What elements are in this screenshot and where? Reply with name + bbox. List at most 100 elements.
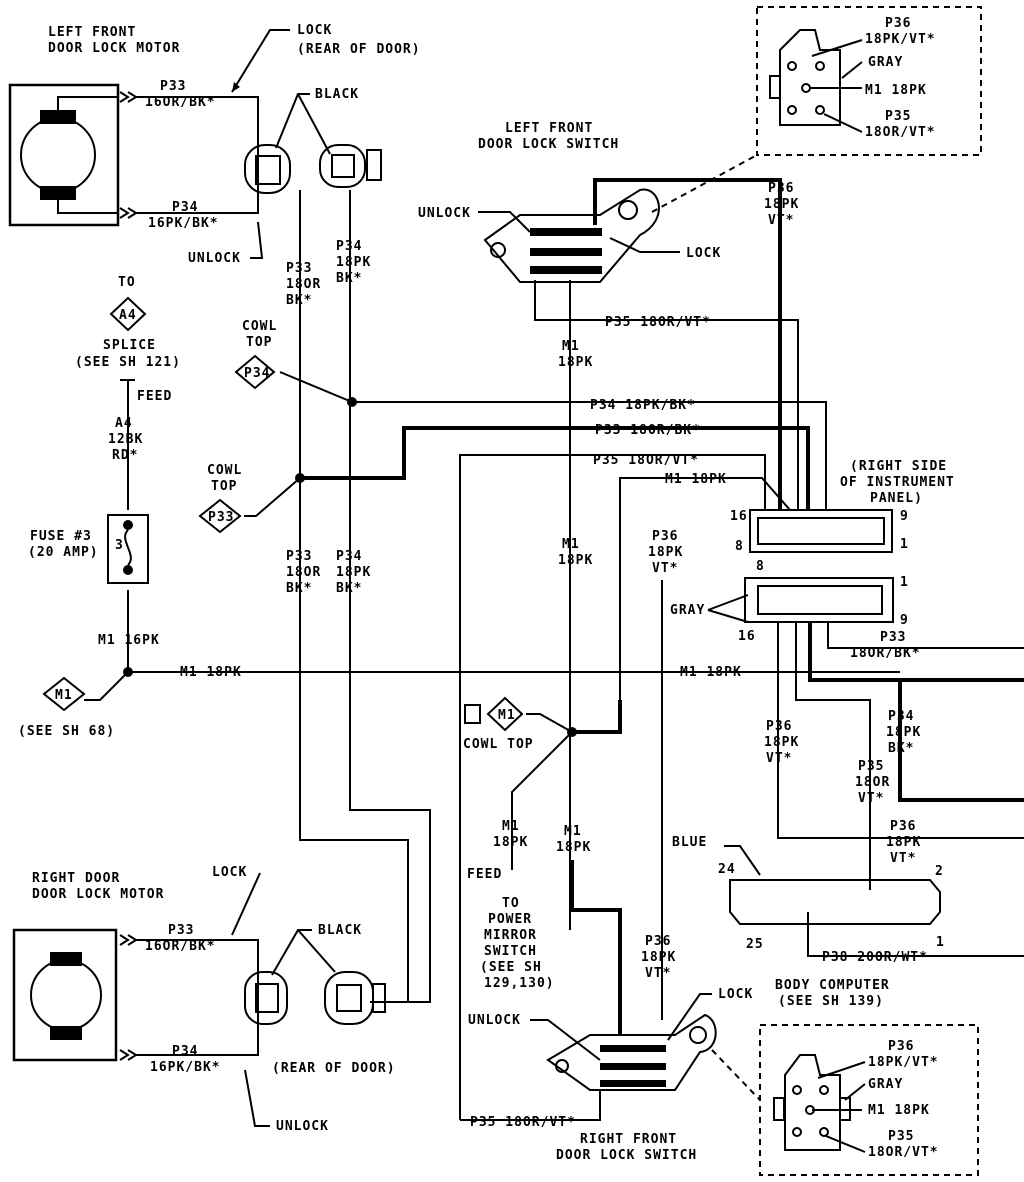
in2-gray: GRAY bbox=[868, 1077, 903, 1092]
p36-mid-1: P36 bbox=[652, 529, 678, 544]
p34-tag: P34 bbox=[244, 366, 270, 381]
inset-p36-wire: 18PK/VT* bbox=[865, 32, 936, 47]
bus-p33: P33 18OR/BK* bbox=[595, 423, 701, 438]
p36-v1: P36 bbox=[768, 181, 794, 196]
bus-p34: P34 18PK/BK* bbox=[590, 398, 696, 413]
rd-lock: LOCK bbox=[212, 865, 247, 880]
p33-right: P33 bbox=[880, 630, 906, 645]
in2-p35-w: 18OR/VT* bbox=[868, 1145, 939, 1160]
p36-lower-1: P36 bbox=[645, 934, 671, 949]
in2-m1: M1 18PK bbox=[868, 1103, 930, 1118]
rd-black: BLACK bbox=[318, 923, 362, 938]
inset-p35-wire: 18OR/VT* bbox=[865, 125, 936, 140]
ip-connector-lower bbox=[744, 577, 894, 623]
p36-v3: VT* bbox=[768, 213, 794, 228]
p34-right-3: BK* bbox=[888, 741, 914, 756]
m1-main: M1 18PK bbox=[180, 665, 242, 680]
rsip-2: OF INSTRUMENT bbox=[840, 475, 955, 490]
p36-mid-2: 18PK bbox=[648, 545, 683, 560]
p33-lower-b: 18OR bbox=[286, 565, 321, 580]
lf-connector-2 bbox=[319, 144, 382, 188]
pin1: 1 bbox=[900, 537, 909, 552]
p33-tag: P33 bbox=[208, 510, 234, 525]
inset-connector-bottom bbox=[773, 1054, 851, 1151]
see-sh-68: (SEE SH 68) bbox=[18, 724, 115, 739]
v-p33-a: P33 bbox=[286, 261, 312, 276]
rd-p34-w: 16PK/BK* bbox=[150, 1060, 221, 1075]
cowl-top-1: COWL bbox=[242, 319, 277, 334]
p33-right-w: 18OR/BK* bbox=[850, 646, 921, 661]
rf-lock: LOCK bbox=[718, 987, 753, 1002]
cowl-top-3: COWL bbox=[207, 463, 242, 478]
rd-unlock: UNLOCK bbox=[276, 1119, 329, 1134]
see-sh-121: (SEE SH 121) bbox=[75, 355, 181, 370]
a4-tag: A4 bbox=[119, 308, 137, 323]
a4-b: A4 bbox=[115, 416, 133, 431]
p36-r-2: 18PK bbox=[764, 735, 799, 750]
m1-low-1: M1 bbox=[564, 824, 582, 839]
p36-v2: 18PK bbox=[764, 197, 799, 212]
inset-gray: GRAY bbox=[868, 55, 903, 70]
lf-motor-title-2: DOOR LOCK MOTOR bbox=[48, 41, 180, 56]
p36-bc-1: P36 bbox=[890, 819, 916, 834]
p34-lower-b: 18PK bbox=[336, 565, 371, 580]
rd-motor-1: RIGHT DOOR bbox=[32, 871, 120, 886]
cowl-top-4: TOP bbox=[211, 479, 237, 494]
p34-lower-a: P34 bbox=[336, 549, 362, 564]
body-computer-connector bbox=[729, 879, 941, 925]
lf-lock-label: LOCK bbox=[297, 23, 332, 38]
sw-lock: LOCK bbox=[686, 246, 721, 261]
in2-p35: P35 bbox=[888, 1129, 914, 1144]
fuse3: FUSE #3 bbox=[30, 529, 92, 544]
m1-feed-1: M1 bbox=[502, 819, 520, 834]
lf-p33-label: P33 bbox=[160, 79, 186, 94]
pin1b: 1 bbox=[900, 575, 909, 590]
p35-h: P35 18OR/VT* bbox=[605, 315, 711, 330]
rsip-3: PANEL) bbox=[870, 491, 923, 506]
mirror: MIRROR bbox=[484, 928, 537, 943]
p36-bc-3: VT* bbox=[890, 851, 916, 866]
body-comp-1: BODY COMPUTER bbox=[775, 978, 890, 993]
p34-right-2: 18PK bbox=[886, 725, 921, 740]
lf-black-label: BLACK bbox=[315, 87, 359, 102]
rd-connector-1 bbox=[244, 971, 288, 1025]
left-front-door-lock-motor bbox=[8, 83, 120, 227]
lf-unlock-label: UNLOCK bbox=[188, 251, 241, 266]
p35-r-3: VT* bbox=[858, 791, 884, 806]
pin16b: 16 bbox=[738, 629, 756, 644]
rd-p33-w: 16OR/BK* bbox=[145, 939, 216, 954]
ip-connector-upper bbox=[749, 509, 893, 553]
pin8b: 8 bbox=[756, 559, 765, 574]
lf-switch-title-1: LEFT FRONT bbox=[505, 121, 593, 136]
sw-unlock: UNLOCK bbox=[418, 206, 471, 221]
m1-cowl: M1 bbox=[498, 708, 516, 723]
inset-m1: M1 18PK bbox=[865, 83, 927, 98]
pin8: 8 bbox=[735, 539, 744, 554]
v-p34-a: P34 bbox=[336, 239, 362, 254]
lf-door-lock-switch bbox=[483, 188, 660, 283]
lf-p33-wire: 16OR/BK* bbox=[145, 95, 216, 110]
p36-lower-3: VT* bbox=[645, 966, 671, 981]
p36-mid-3: VT* bbox=[652, 561, 678, 576]
bus-m1: M1 18PK bbox=[665, 472, 727, 487]
p38: P38 20OR/WT* bbox=[822, 950, 928, 965]
lf-p34-label: P34 bbox=[172, 200, 198, 215]
lf-p34-wire: 16PK/BK* bbox=[148, 216, 219, 231]
rsip-1: (RIGHT SIDE bbox=[850, 459, 947, 474]
v-p34-c: BK* bbox=[336, 271, 362, 286]
rd-p34: P34 bbox=[172, 1044, 198, 1059]
rf-door-lock-switch bbox=[546, 1013, 717, 1091]
m1-16pk: M1 16PK bbox=[98, 633, 160, 648]
rd-p33: P33 bbox=[168, 923, 194, 938]
power: POWER bbox=[488, 912, 532, 927]
m1-feed-2: 18PK bbox=[493, 835, 528, 850]
v-p34-b: 18PK bbox=[336, 255, 371, 270]
pin16: 16 bbox=[730, 509, 748, 524]
rd-rear: (REAR OF DOOR) bbox=[272, 1061, 396, 1076]
v-p33-c: BK* bbox=[286, 293, 312, 308]
cowl-top-2: TOP bbox=[246, 335, 272, 350]
p33-lower-a: P33 bbox=[286, 549, 312, 564]
right-door-lock-motor bbox=[12, 928, 118, 1062]
lf-switch-title-2: DOOR LOCK SWITCH bbox=[478, 137, 619, 152]
